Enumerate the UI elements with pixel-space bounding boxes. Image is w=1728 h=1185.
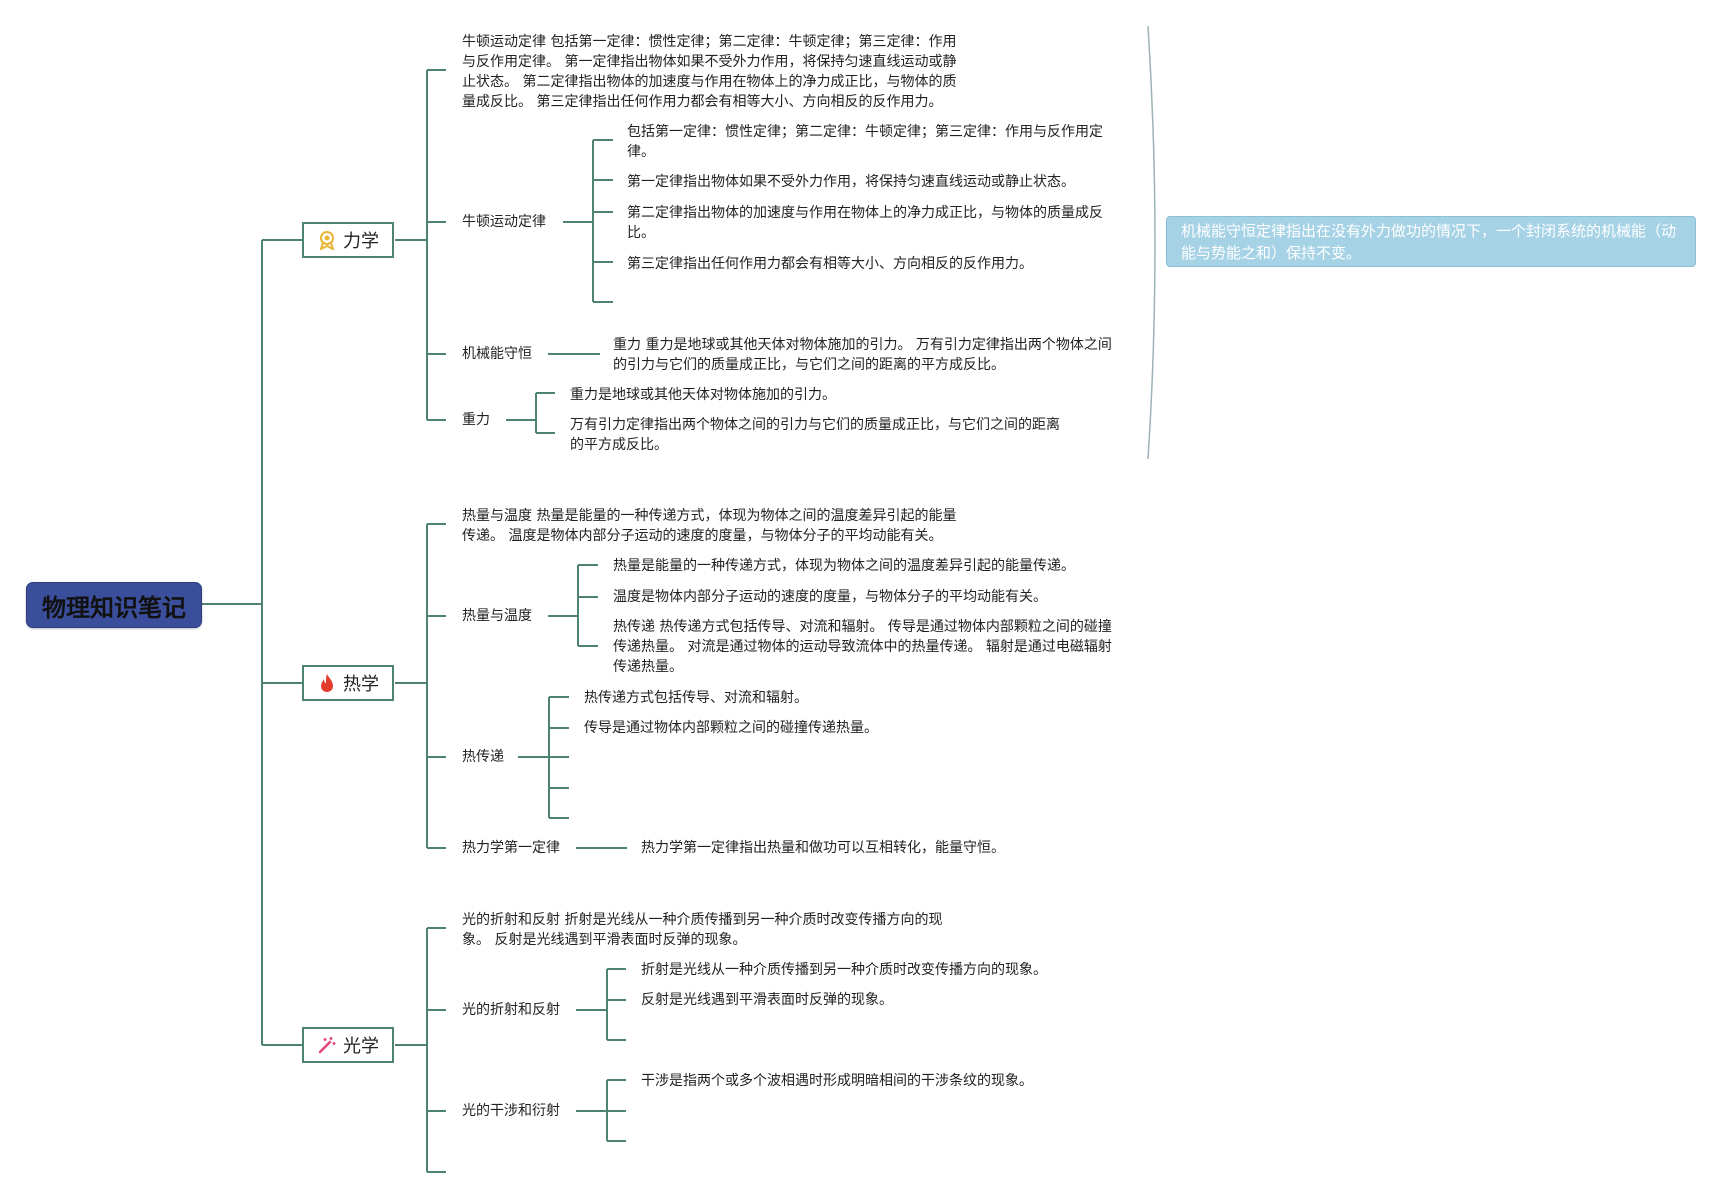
root-title: 物理知识笔记 <box>42 593 186 622</box>
node-gravity[interactable]: 重力 <box>462 412 490 428</box>
node-newton-laws[interactable]: 牛顿运动定律 <box>462 214 546 230</box>
refraction-item: 折射是光线从一种介质传播到另一种介质时改变传播方向的现象。 <box>641 962 1047 978</box>
first-law-text: 热力学第一定律指出热量和做功可以互相转化，能量守恒。 <box>641 840 1005 856</box>
interference-item: 干涉是指两个或多个波相遇时形成明暗相间的干涉条纹的现象。 <box>641 1073 1033 1089</box>
node-energy-conservation[interactable]: 机械能守恒 <box>462 346 532 362</box>
gravity-item: 重力是地球或其他天体对物体施加的引力。 <box>570 387 836 403</box>
mechanics-summary: 牛顿运动定律 包括第一定律：惯性定律；第二定律：牛顿定律；第三定律：作用与反作用… <box>462 34 957 110</box>
newton-item: 第三定律指出任何作用力都会有相等大小、方向相反的反作用力。 <box>627 256 1033 272</box>
newton-item: 包括第一定律：惯性定律；第二定律：牛顿定律；第三定律：作用与反作用定律。 <box>627 124 1103 160</box>
heat-item: 热传递 热传递方式包括传导、对流和辐射。 传导是通过物体内部颗粒之间的碰撞传递热… <box>613 619 1112 675</box>
branch-thermal[interactable]: 热学 <box>302 665 394 701</box>
heat-item: 温度是物体内部分子运动的速度的度量，与物体分子的平均动能有关。 <box>613 589 1047 605</box>
node-heat-transfer[interactable]: 热传递 <box>462 749 504 765</box>
branch-mechanics[interactable]: 力学 <box>302 222 394 258</box>
transfer-item: 传导是通过物体内部颗粒之间的碰撞传递热量。 <box>584 720 878 736</box>
branch-label: 力学 <box>343 231 379 252</box>
heat-item: 热量是能量的一种传递方式，体现为物体之间的温度差异引起的能量传递。 <box>613 558 1075 574</box>
branch-optics[interactable]: 光学 <box>302 1027 394 1063</box>
root-topic[interactable]: 物理知识笔记 <box>26 582 202 628</box>
medal-icon <box>317 230 337 250</box>
energy-text: 重力 重力是地球或其他天体对物体施加的引力。 万有引力定律指出两个物体之间的引力… <box>613 337 1112 373</box>
newton-item: 第二定律指出物体的加速度与作用在物体上的净力成正比，与物体的质量成反比。 <box>627 205 1103 241</box>
node-refraction-reflection[interactable]: 光的折射和反射 <box>462 1002 560 1018</box>
node-interference-diffraction[interactable]: 光的干涉和衍射 <box>462 1103 560 1119</box>
branch-label: 热学 <box>343 674 379 695</box>
refraction-item: 反射是光线遇到平滑表面时反弹的现象。 <box>641 992 893 1008</box>
gravity-item: 万有引力定律指出两个物体之间的引力与它们的质量成正比，与它们之间的距离的平方成反… <box>570 417 1060 453</box>
newton-item: 第一定律指出物体如果不受外力作用，将保持匀速直线运动或静止状态。 <box>627 174 1075 190</box>
transfer-item: 热传递方式包括传导、对流和辐射。 <box>584 690 808 706</box>
magic-wand-icon <box>317 1035 337 1055</box>
optics-summary: 光的折射和反射 折射是光线从一种介质传播到另一种介质时改变传播方向的现象。 反射… <box>462 912 943 948</box>
node-first-law[interactable]: 热力学第一定律 <box>462 840 560 856</box>
branch-label: 光学 <box>343 1036 379 1057</box>
node-heat-temperature[interactable]: 热量与温度 <box>462 608 532 624</box>
callout-note[interactable]: 机械能守恒定律指出在没有外力做功的情况下，一个封闭系统的机械能（动能与势能之和）… <box>1166 216 1696 267</box>
fire-icon <box>317 673 337 693</box>
thermal-summary: 热量与温度 热量是能量的一种传递方式，体现为物体之间的温度差异引起的能量传递。 … <box>462 508 957 544</box>
